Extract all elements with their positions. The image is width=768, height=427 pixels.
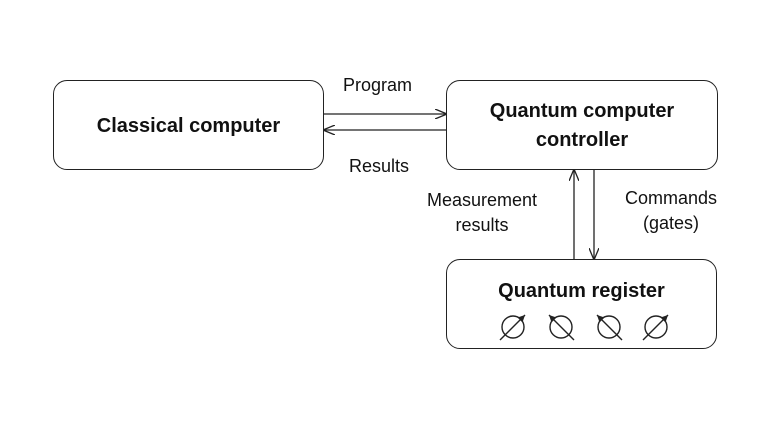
program-label: Program <box>343 75 413 95</box>
qubit-icon <box>642 314 669 341</box>
quantum-register-box: Quantum register <box>446 259 717 349</box>
qubit-icon <box>548 314 575 341</box>
measurement-results-label-line2: results <box>455 215 509 235</box>
qubit-icon <box>499 314 526 341</box>
quantum-controller-label-line1: Quantum computer <box>489 100 675 122</box>
commands-label-line2: (gates) <box>642 213 700 233</box>
measurement-results-label-line1: Measurement <box>426 190 538 210</box>
qubit-icon <box>596 314 623 341</box>
classical-computer-label: Classical computer <box>96 115 281 137</box>
quantum-controller-label: Quantum computer controller <box>447 97 717 155</box>
results-label: Results <box>349 156 410 176</box>
quantum-controller-box: Quantum computer controller <box>446 80 718 170</box>
commands-label: Commands (gates) <box>610 186 732 236</box>
measurement-results-label: Measurement results <box>410 188 554 238</box>
commands-label-line1: Commands <box>624 188 718 208</box>
quantum-register-label: Quantum register <box>498 280 665 302</box>
quantum-controller-label-line2: controller <box>535 129 629 151</box>
classical-computer-box: Classical computer <box>53 80 324 170</box>
